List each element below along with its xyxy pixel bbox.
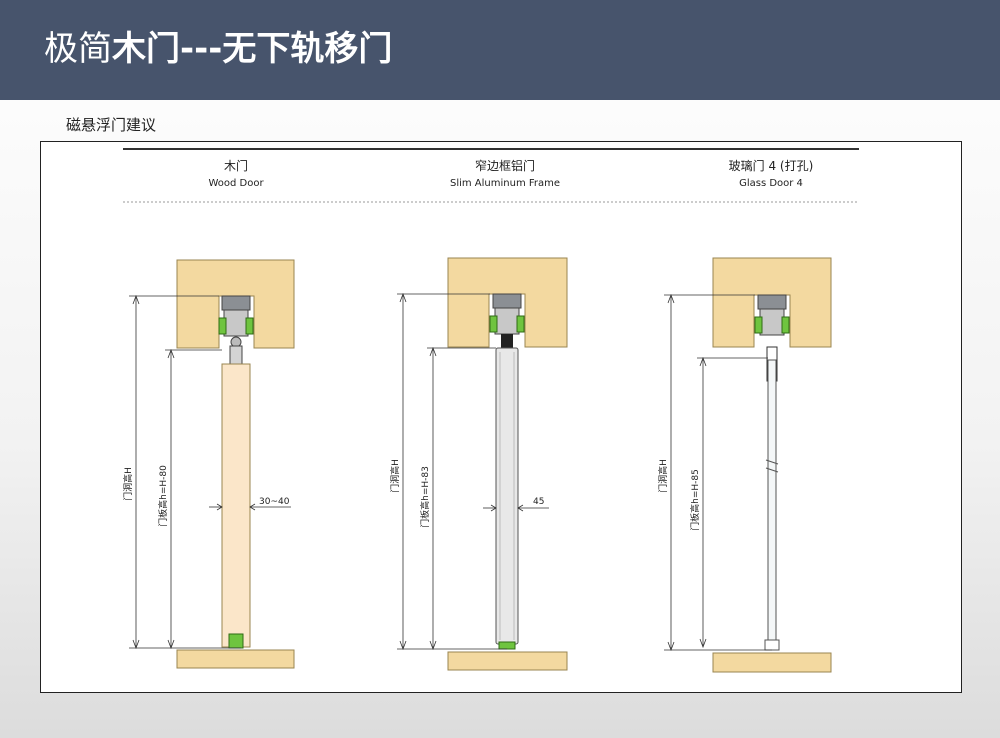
aluminum-magnet-right [516,315,525,333]
glass-door-title-en: Glass Door 4 [739,178,803,189]
glass-panel-height-label: 门板高h=H-85 [689,469,701,531]
wood-opening-height-label: 门洞高H [122,467,134,501]
glass-door-panel [767,359,777,643]
wood-thickness-label: 30~40 [259,497,290,507]
wood-floor-guide [228,633,244,649]
wood-ceiling-block [176,259,295,349]
aluminum-floor-block [447,651,568,671]
glass-door-diagram: 玻璃门 4 (打孔) Glass Door 4 门洞高H 门板高h=H-85 [657,158,832,673]
glass-carrier [759,308,785,336]
diagram-panel: 木门 Wood Door 门洞高H [40,141,962,693]
aluminum-panel-height-label: 门板高h=H-83 [419,466,431,528]
wood-panel-height-label: 门板高h=H-80 [157,465,169,527]
glass-floor-block [712,652,832,673]
wood-door-diagram: 木门 Wood Door 门洞高H [122,158,295,669]
wood-floor-block [176,649,295,669]
wood-carrier [223,309,249,337]
section-subtitle: 磁悬浮门建议 [66,116,157,134]
aluminum-door-title-en: Slim Aluminum Frame [450,178,560,189]
aluminum-ceiling-block [447,257,568,348]
wood-magnet-right [245,317,254,335]
glass-ceiling-block [712,257,832,348]
aluminum-door-title-cn: 窄边框铝门 [475,158,535,173]
page-title-bold: 木门---无下轨移门 [112,29,393,69]
aluminum-magnet-left [489,315,498,333]
aluminum-track [492,293,522,309]
aluminum-opening-height-label: 门洞高H [389,459,401,493]
door-diagram: 木门 Wood Door 门洞高H [122,148,859,673]
glass-magnet-left [754,316,763,334]
glass-opening-height-label: 门洞高H [657,459,669,493]
wood-magnet-left [218,317,227,335]
aluminum-door-diagram: 窄边框铝门 Slim Aluminum Frame 门洞高H 门板高h=H-83 [389,158,568,671]
header-bar: 极简木门---无下轨移门 [0,0,1000,100]
aluminum-floor-guide [498,641,516,650]
glass-magnet-right [781,316,790,334]
page-title: 极简木门---无下轨移门 [44,26,392,72]
page-title-light: 极简 [44,29,112,69]
aluminum-hanger [501,334,513,348]
wood-door-title-en: Wood Door [208,178,264,189]
glass-door-title-cn: 玻璃门 4 (打孔) [729,158,814,173]
aluminum-door-panel [495,347,519,645]
wood-door-panel [221,363,251,648]
wood-track [221,295,251,311]
glass-track [757,294,787,310]
wood-door-title-cn: 木门 [224,158,248,173]
glass-floor-guide [764,639,780,651]
aluminum-carrier [494,307,520,335]
aluminum-thickness-label: 45 [533,497,544,507]
